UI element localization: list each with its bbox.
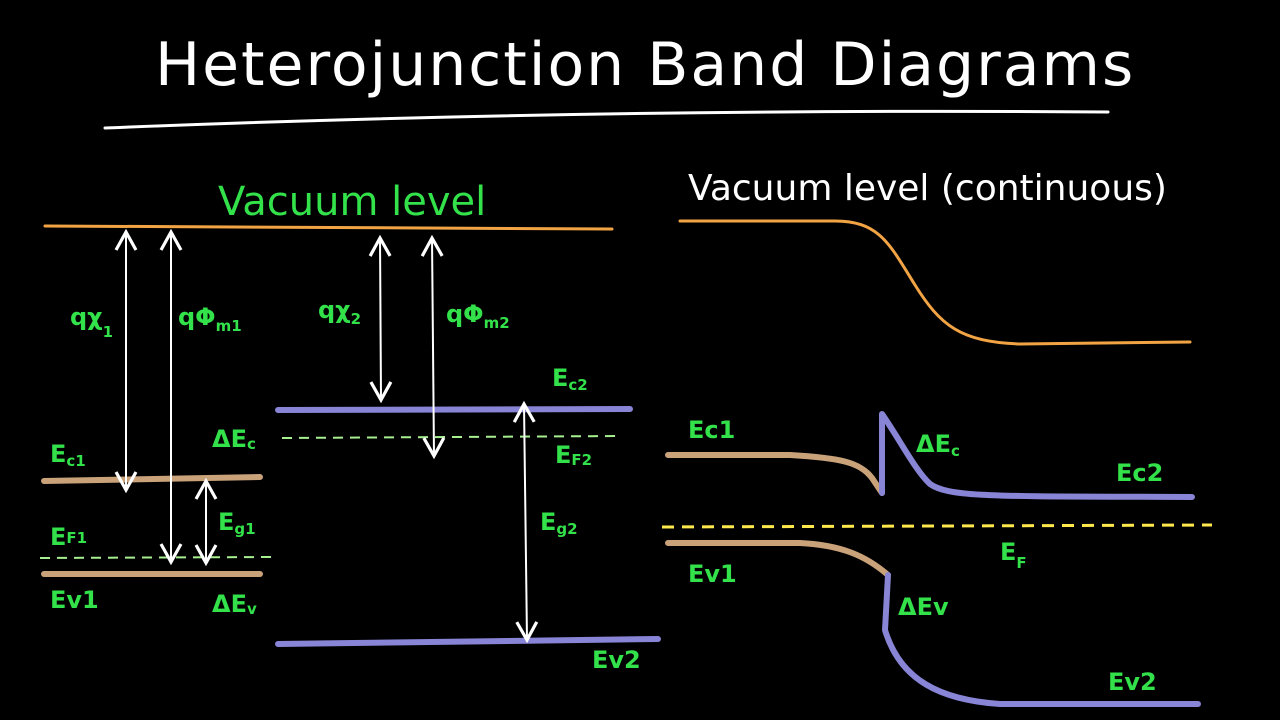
ec2-band-line (275, 406, 633, 413)
title-underline (103, 109, 1110, 130)
ef2-fermi-line (281, 435, 623, 439)
ec2-band-curve (879, 411, 1195, 500)
q-phi-m2-label: qΦm2 (446, 300, 510, 332)
eg2-label: Eg2 (540, 508, 578, 538)
ev1-band-curve (665, 540, 891, 578)
q-chi1-label: qχ1 (70, 303, 113, 341)
ev2-label: Ev2 (592, 646, 641, 674)
eg2-arrow (512, 400, 539, 644)
q-chi2-label: qχ2 (318, 296, 361, 328)
vacuum-level-label: Vacuum level (218, 179, 486, 225)
ev2-right-label: Ev2 (1108, 668, 1157, 696)
ev1-label: Ev1 (50, 586, 99, 614)
ec1-band-line (41, 474, 263, 484)
vacuum-level-continuous-curve (678, 219, 1192, 346)
delta-ev-label: ΔEv (212, 590, 257, 618)
ef1-fermi-line (39, 556, 273, 559)
ec1-band-curve (665, 452, 885, 496)
page-title: Heterojunction Band Diagrams (155, 30, 1135, 100)
delta-ev-right-label: ΔEv (898, 593, 949, 621)
delta-ec-label: ΔEc (212, 425, 256, 453)
vacuum-level-continuous-label: Vacuum level (continuous) (688, 168, 1167, 209)
ef1-label: EF1 (50, 523, 87, 551)
q-phi-m1-label: qΦm1 (178, 303, 242, 335)
ev2-band-line (275, 636, 661, 647)
ec2-right-label: Ec2 (1116, 459, 1163, 487)
ec2-label: Ec2 (552, 364, 588, 394)
vacuum-level-line (43, 224, 614, 231)
ec1-label: Ec1 (50, 440, 86, 470)
ef-right-label: EF (1000, 538, 1027, 572)
q-chi2-arrow (368, 234, 393, 404)
fermi-level-line (661, 523, 1213, 529)
q-phi-m2-arrow (420, 234, 446, 460)
ec1-right-label: Ec1 (688, 416, 735, 444)
eg1-label: Eg1 (218, 508, 256, 538)
ev2-band-curve (882, 572, 1201, 707)
ef2-label: EF2 (555, 441, 592, 469)
delta-ec-right-label: ΔEc (916, 430, 960, 460)
ev1-right-label: Ev1 (688, 560, 737, 588)
